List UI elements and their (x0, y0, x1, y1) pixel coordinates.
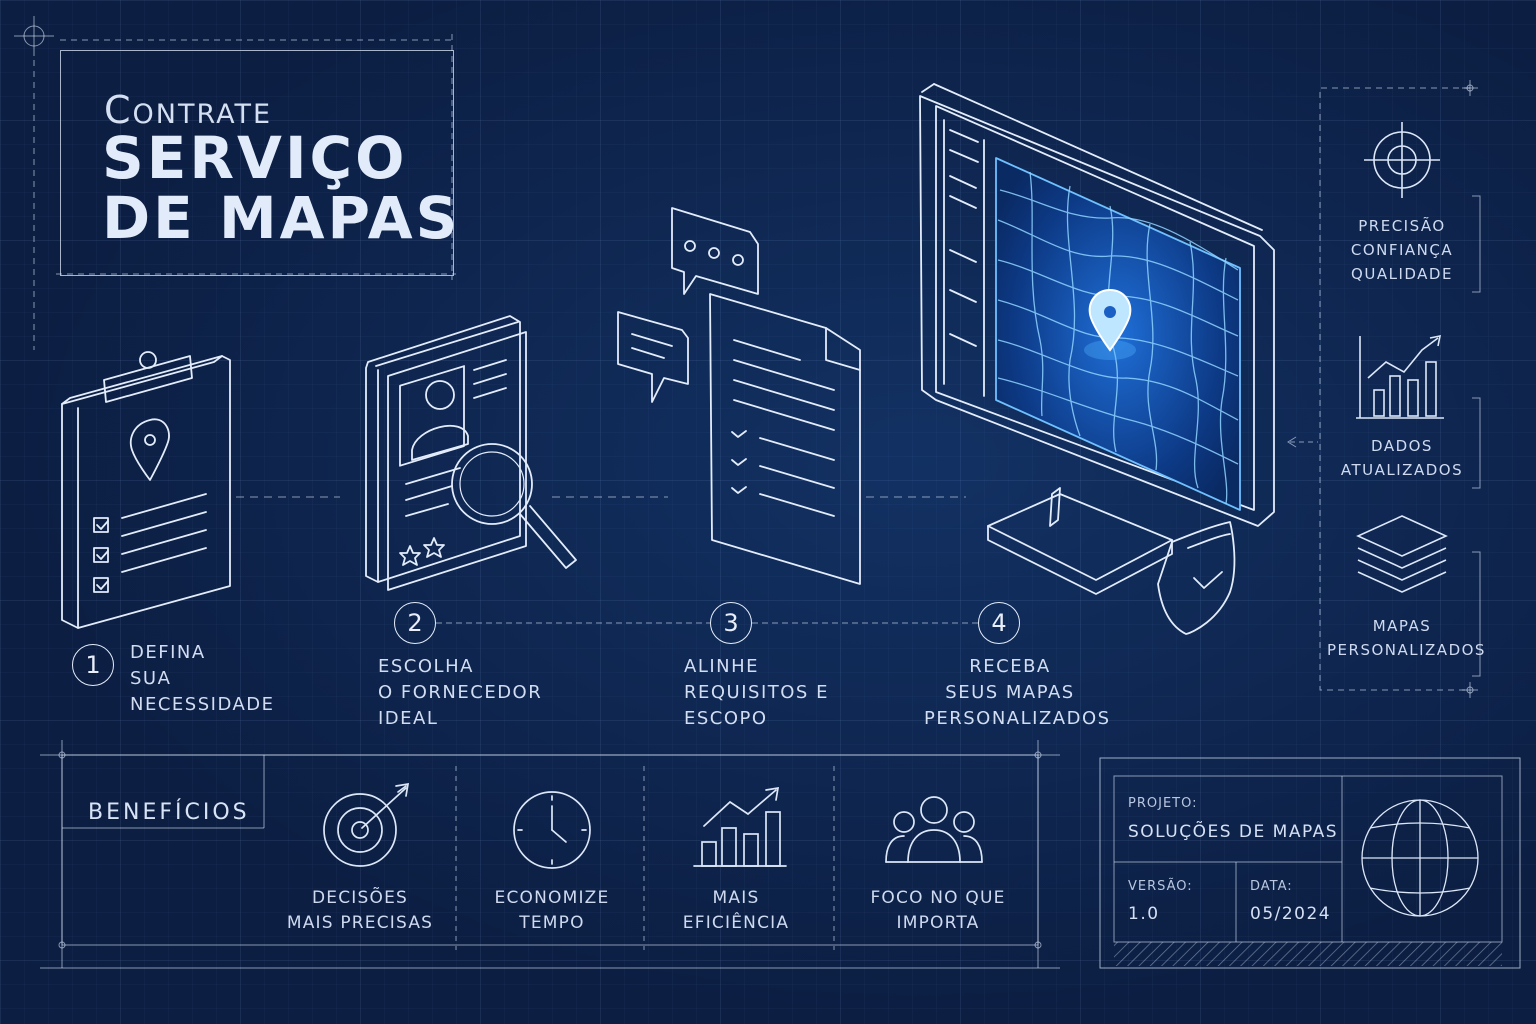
step-4-number: 4 (978, 602, 1020, 644)
date-label: DATA: (1250, 879, 1293, 894)
location-pin-icon (1084, 288, 1136, 360)
bar-chart-icon (693, 786, 787, 867)
benefit-3-label: MAIS EFICIÊNCIA (682, 888, 790, 933)
project-label: PROJETO: (1128, 796, 1198, 811)
title-line-3: DE MAPAS (102, 184, 461, 252)
step-4-label: RECEBA SEUS MAPAS PERSONALIZADOS (924, 656, 1111, 729)
step-2-label: ESCOLHA O FORNECEDOR IDEAL (378, 656, 543, 729)
benefit-2-label: ECONOMIZE TEMPO (494, 888, 610, 933)
map-grid (997, 171, 1239, 505)
step-3-number: 3 (710, 602, 752, 644)
title-frame (60, 50, 454, 276)
requirements-document-icon (617, 207, 861, 585)
clipboard-icon (61, 351, 231, 629)
title-line-2: SERVIÇO (102, 124, 408, 192)
step-2-number: 2 (394, 602, 436, 644)
date-value: 05/2024 (1250, 904, 1332, 924)
side-panel-quality-label: PRECISÃO CONFIANÇA QUALIDADE (1350, 217, 1454, 283)
side-panel-maps-label: MAPAS PERSONALIZADOS (1327, 617, 1486, 659)
clock-icon (513, 791, 591, 869)
benefit-4-label: FOCO NO QUE IMPORTA (870, 888, 1006, 933)
title-line-1: Contrate (104, 88, 273, 132)
crosshair-icon (1364, 122, 1440, 198)
people-icon (885, 796, 983, 863)
step-1-number: 1 (72, 644, 114, 686)
side-panel-data-label: DADOS ATUALIZADOS (1340, 437, 1464, 479)
profile-search-icon (365, 315, 577, 591)
target-icon (323, 782, 410, 867)
layers-icon (1356, 515, 1448, 593)
step-1-label: DEFINA SUA NECESSIDADE (130, 642, 275, 715)
version-value: 1.0 (1128, 904, 1160, 924)
version-label: VERSÃO: (1128, 879, 1193, 894)
benefit-1-label: DECISÕES MAIS PRECISAS (286, 888, 434, 933)
benefits-title: BENEFÍCIOS (88, 800, 250, 825)
growth-chart-icon (1356, 334, 1444, 419)
step-3-label: ALINHE REQUISITOS E ESCOPO (684, 656, 829, 729)
project-value: SOLUÇÕES DE MAPAS (1128, 822, 1339, 842)
